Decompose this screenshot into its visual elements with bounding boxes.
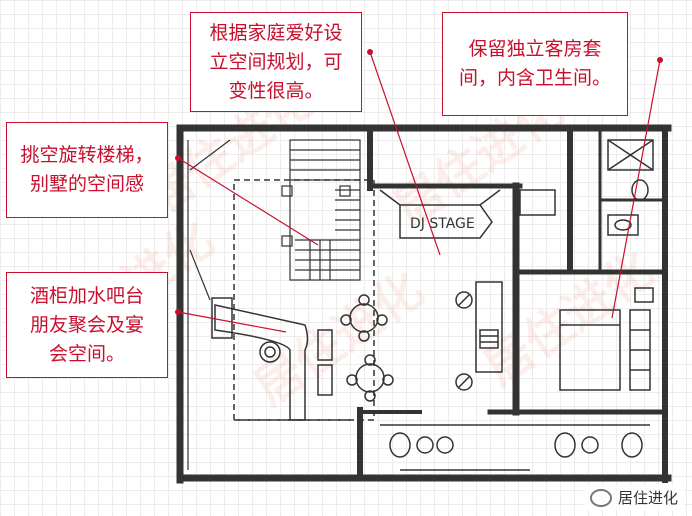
callout-spiral-stair-text: 挑空旋转楼梯， 别墅的空间感 [20,144,154,195]
callout-planning-text: 根据家庭爱好设 立空间规划，可 变性很高。 [209,21,343,102]
callout-planning: 根据家庭爱好设 立空间规划，可 变性很高。 [190,12,362,112]
callout-bar: 酒柜加水吧台 朋友聚会及宴 会空间。 [6,272,168,378]
wechat-icon [589,488,612,507]
callout-bar-text: 酒柜加水吧台 朋友聚会及宴 会空间。 [29,284,144,365]
dj-stage-label: DJ STAGE [410,216,475,232]
callout-guest-suite-text: 保留独立客房套 间，内含卫生间。 [458,38,611,89]
brand-text: 居住进化 [617,489,678,507]
callout-guest-suite: 保留独立客房套 间，内含卫生间。 [442,12,628,116]
callout-spiral-stair: 挑空旋转楼梯， 别墅的空间感 [6,122,168,218]
brand-badge: 居住进化 [583,485,684,510]
